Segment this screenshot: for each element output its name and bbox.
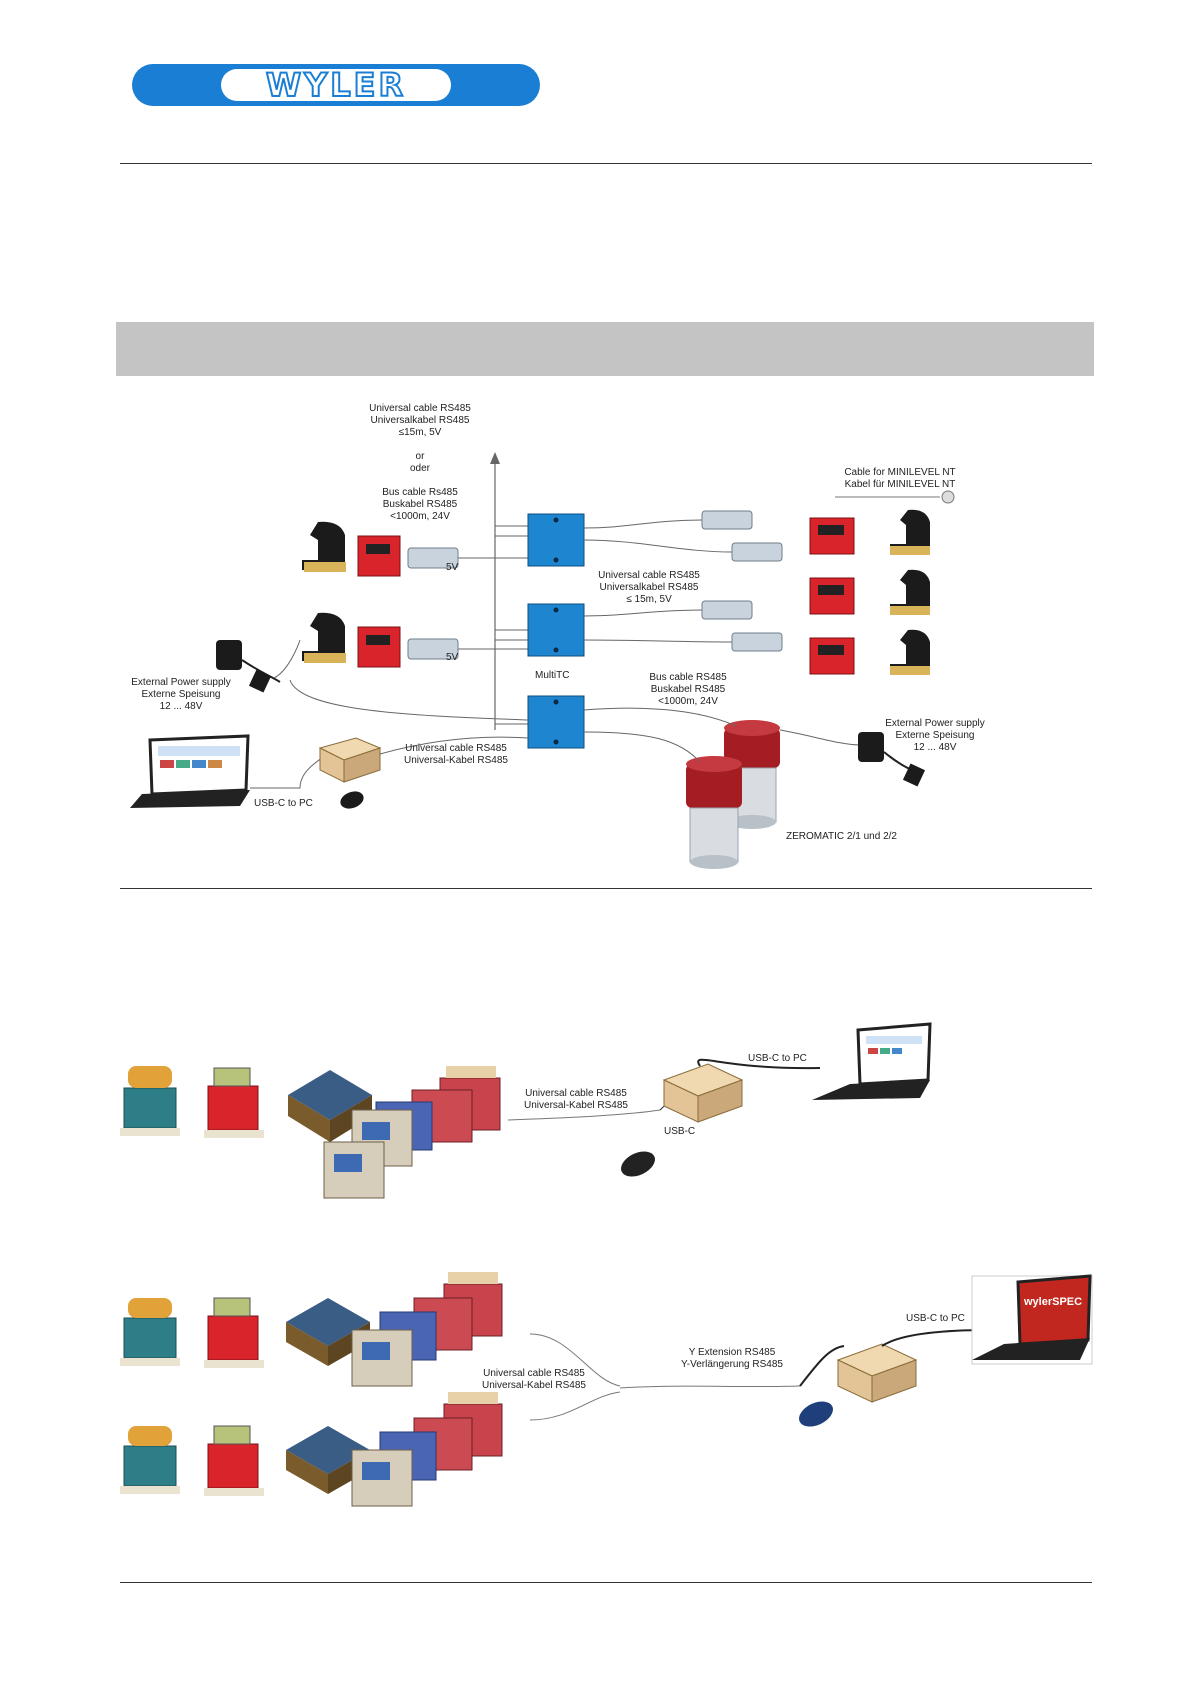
wylerspec-screen-title: wylerSPEC (1024, 1296, 1083, 1308)
usb-interface-box (318, 737, 382, 783)
left-devices-row2 (302, 612, 401, 668)
diagram-separator (120, 888, 1092, 889)
multitc-label: MultiTC (535, 670, 570, 681)
d2-usb-c-pc-label: USB-C to PC (748, 1053, 807, 1064)
footer-rule (120, 1582, 1092, 1583)
multitc-module-middle (527, 603, 585, 657)
multitc-module-bottom (527, 695, 585, 749)
device-stack-bottom (286, 1392, 503, 1507)
wyler-logo: WYLER (131, 63, 541, 107)
usb-c-pc-label: USB-C to PC (254, 798, 313, 809)
logo-text: WYLER (265, 66, 407, 104)
usb-interface-box-3 (836, 1343, 918, 1403)
laptop-right-graphic (812, 1022, 932, 1100)
voltage-label-a: 5V (446, 562, 459, 573)
levels-graphic (120, 1066, 264, 1138)
laptop-wylerspec-graphic (971, 1274, 1093, 1365)
zeromatic-label: ZEROMATIC 2/1 und 2/2 (786, 831, 897, 842)
levels-graphic-top (120, 1297, 264, 1368)
laptop-left-graphic (130, 734, 250, 808)
header-rule (120, 163, 1092, 164)
right-devices (809, 509, 930, 675)
left-devices-row1 (302, 521, 401, 577)
usb-interface-box-2 (662, 1063, 744, 1123)
sensor-cylinder (407, 510, 783, 660)
levels-graphic-bottom (120, 1425, 264, 1496)
voltage-label-b: 5V (446, 652, 459, 663)
power-supply-left-graphic (216, 640, 281, 693)
d3-usb-c-pc-label: USB-C to PC (906, 1313, 965, 1324)
device-stack-graphic (288, 1066, 501, 1199)
device-stack-top (286, 1272, 503, 1387)
zeromatic-graphic (686, 720, 780, 869)
section-heading-bar (116, 322, 1094, 376)
power-supply-right-graphic (858, 732, 926, 787)
d2-usb-c-label: USB-C (664, 1126, 696, 1137)
